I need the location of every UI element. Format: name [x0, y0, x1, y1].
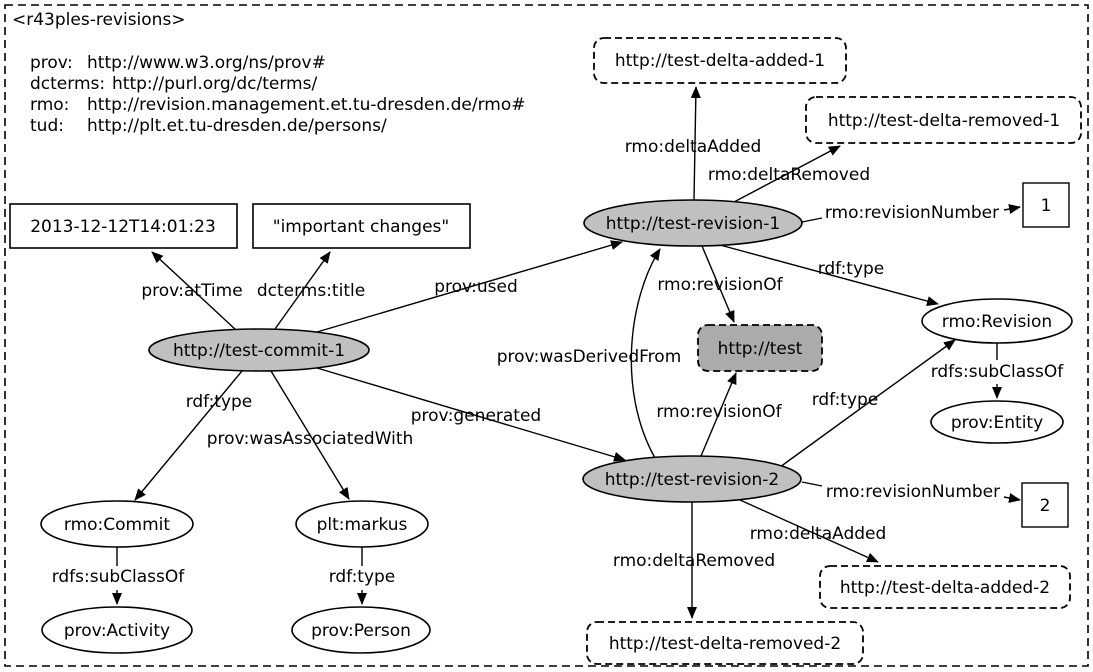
node-revision-2	[582, 455, 802, 503]
edge-delta-added-2	[739, 499, 879, 563]
edge-label-was-derived-from: prov:wasDerivedFrom	[497, 347, 682, 367]
edge-used	[316, 240, 623, 333]
node-commit	[148, 328, 370, 372]
edge-revision-number-1-arrow	[1003, 204, 1021, 214]
edge-revision-number-2-arrow	[1003, 493, 1021, 503]
edge-label-rdf-type-markus: rdf:type	[329, 567, 396, 587]
node-revision-number-2	[1021, 482, 1069, 528]
edge-attime	[151, 251, 237, 331]
label-commit: http://test-commit-1	[173, 341, 345, 361]
edge-label-title: dcterms:title	[257, 281, 365, 301]
edge-delta-added-1	[690, 86, 701, 201]
edge-label-rdf-type-commit: rdf:type	[186, 392, 253, 412]
edge-label-generated: prov:generated	[411, 406, 541, 426]
edge-revision-number-2-stub	[801, 481, 823, 487]
nodes	[9, 37, 1082, 665]
prefix-dcterms-uri: http://purl.org/dc/terms/	[112, 74, 317, 94]
edge-label-revision-number-2: rmo:revisionNumber	[826, 482, 1000, 502]
edge-delta-removed-1	[733, 145, 841, 203]
label-title-literal: "important changes"	[273, 217, 449, 237]
node-prov-entity	[930, 400, 1064, 444]
label-graph: http://test	[718, 339, 803, 359]
label-revision-number-1: 1	[1041, 196, 1052, 216]
edge-rdf-type-rev2	[779, 339, 956, 468]
edge-label-was-associated-with: prov:wasAssociatedWith	[207, 429, 414, 449]
prefix-tud-name: tud:	[30, 116, 64, 136]
edge-label-attime: prov:atTime	[141, 281, 242, 301]
edge-label-revision-number-1: rmo:revisionNumber	[825, 203, 999, 223]
node-plt-markus	[295, 500, 429, 548]
label-revision-number-2: 2	[1040, 496, 1051, 516]
label-delta-added-1: http://test-delta-added-1	[615, 51, 825, 71]
prefix-rmo-name: rmo:	[30, 95, 69, 115]
node-delta-added-1	[593, 37, 847, 84]
edge-revision-of-2	[700, 372, 737, 457]
label-prov-activity: prov:Activity	[64, 621, 170, 641]
node-rmo-revision	[921, 298, 1073, 344]
label-revision-1: http://test-revision-1	[606, 214, 780, 234]
label-timestamp: 2013-12-12T14:01:23	[30, 217, 216, 237]
edge-revision-number-1-stub	[801, 217, 823, 223]
label-delta-added-2: http://test-delta-added-2	[840, 578, 1050, 598]
edge-title	[274, 251, 331, 330]
edges	[112, 86, 1021, 619]
prefix-prov-name: prov:	[30, 53, 73, 73]
node-revision-1	[583, 199, 803, 247]
node-timestamp-literal	[9, 203, 238, 249]
prefix-dcterms-name: dcterms:	[30, 74, 105, 94]
edge-label-delta-added-1: rmo:deltaAdded	[625, 137, 762, 157]
edge-label-subclassof-revision: rdfs:subClassOf	[931, 362, 1065, 382]
label-plt-markus: plt:markus	[317, 515, 408, 535]
edge-labels: prov:atTime dcterms:title prov:used prov…	[52, 137, 1065, 587]
edge-revision-of-1	[701, 245, 735, 323]
label-revision-2: http://test-revision-2	[605, 470, 779, 490]
edge-was-associated-with	[270, 370, 350, 500]
label-rmo-commit: rmo:Commit	[64, 515, 170, 535]
edge-label-rdf-type-rev2: rdf:type	[812, 390, 879, 410]
edge-was-derived-from	[630, 248, 661, 459]
label-prov-person: prov:Person	[311, 621, 411, 641]
label-prov-entity: prov:Entity	[951, 413, 1043, 433]
edge-rdf-type-commit	[134, 370, 243, 501]
prefix-tud-uri: http://plt.et.tu-dresden.de/persons/	[87, 116, 387, 136]
node-delta-removed-1	[805, 96, 1082, 144]
node-title-literal	[252, 203, 471, 249]
prefix-prov-uri: http://www.w3.org/ns/prov#	[87, 53, 326, 73]
header: <r43ples-revisions> prov: http://www.w3.…	[12, 10, 526, 136]
node-prov-person	[291, 606, 431, 654]
edge-label-rdf-type-rev1: rdf:type	[818, 259, 885, 279]
prefix-rmo-uri: http://revision.management.et.tu-dresden…	[87, 95, 526, 115]
cluster-title: <r43ples-revisions>	[12, 10, 186, 30]
edge-label-used: prov:used	[434, 277, 518, 297]
node-revision-number-1	[1022, 182, 1070, 228]
edge-label-delta-removed-1: rmo:deltaRemoved	[708, 165, 870, 185]
node-rmo-commit	[40, 500, 194, 548]
node-prov-activity	[41, 606, 193, 654]
node-delta-removed-2	[586, 621, 864, 665]
edge-label-revision-of-2: rmo:revisionOf	[656, 402, 782, 422]
edge-label-subclassof-commit: rdfs:subClassOf	[52, 567, 186, 587]
edge-generated	[316, 367, 626, 462]
edge-label-delta-removed-2: rmo:deltaRemoved	[613, 551, 775, 571]
edge-label-delta-added-2: rmo:deltaAdded	[750, 524, 887, 544]
label-delta-removed-1: http://test-delta-removed-1	[828, 111, 1060, 131]
edge-label-revision-of-1: rmo:revisionOf	[657, 275, 783, 295]
node-graph	[697, 324, 823, 372]
node-delta-added-2	[819, 565, 1071, 609]
edge-rdf-type-rev1	[719, 244, 939, 306]
node-labels: 2013-12-12T14:01:23 "important changes" …	[30, 51, 1060, 654]
label-delta-removed-2: http://test-delta-removed-2	[609, 634, 841, 654]
label-rmo-revision: rmo:Revision	[942, 312, 1052, 332]
